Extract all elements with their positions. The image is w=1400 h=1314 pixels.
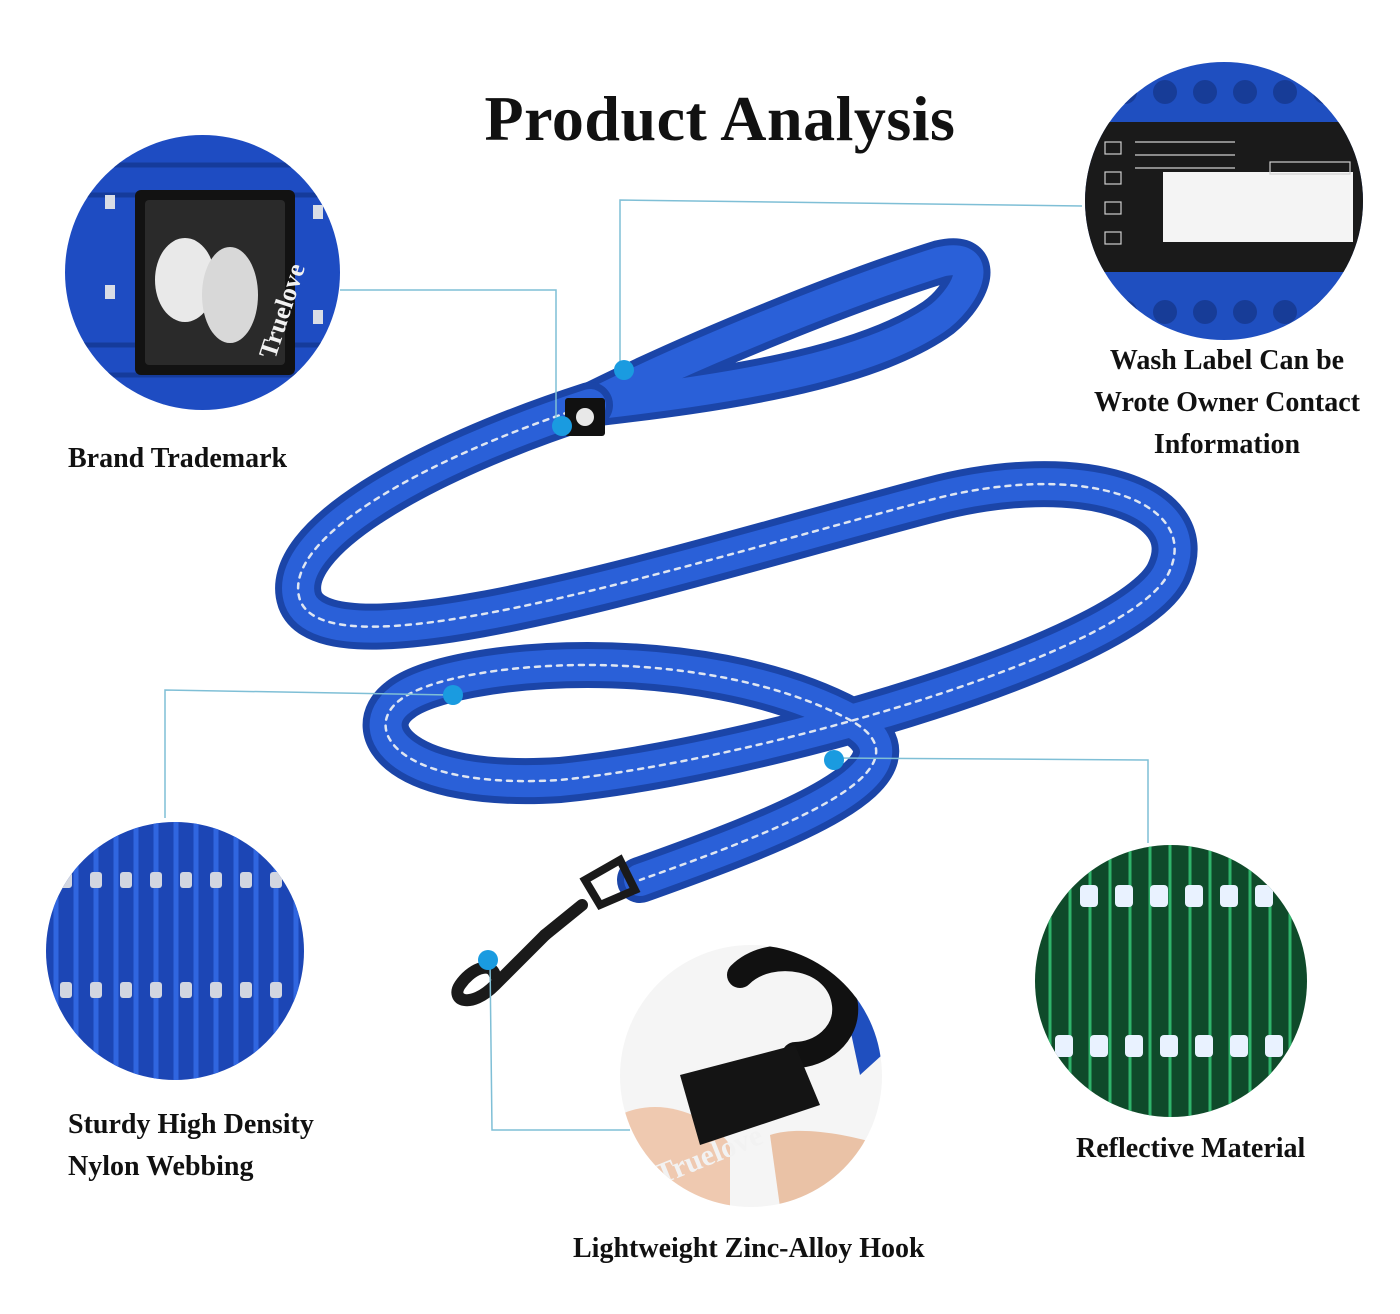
reflective-material-detail: [1035, 845, 1307, 1117]
brand-trademark-detail: Truelove: [65, 135, 340, 410]
caption-brand-trademark: Brand Trademark: [68, 443, 288, 474]
callout-line-brand: [340, 289, 557, 418]
nylon-webbing-detail: [46, 822, 304, 1080]
callout-line-wash: [619, 199, 1083, 370]
caption-wash-label: Wash Label Can be Wrote Owner Contact In…: [1094, 345, 1360, 460]
caption-zinc-alloy-hook: Lightweight Zinc-Alloy Hook: [573, 1233, 925, 1264]
page-title: Product Analysis: [484, 83, 956, 154]
callout-dot-reflective: [824, 750, 844, 770]
caption-reflective-material: Reflective Material: [1076, 1133, 1306, 1164]
caption-nylon-webbing: Sturdy High Density Nylon Webbing: [68, 1109, 314, 1182]
wash-label-detail: [1085, 62, 1363, 340]
zinc-alloy-hook-detail: Truelove: [620, 945, 882, 1207]
callout-line-reflective: [833, 757, 1149, 843]
callout-line-hook: [489, 959, 630, 1131]
callout-line-webbing: [164, 689, 451, 818]
hook-swivel: [451, 854, 641, 1007]
callout-dot-webbing: [443, 685, 463, 705]
callout-dot-hook: [478, 950, 498, 970]
callout-dot-wash: [614, 360, 634, 380]
callout-dot-brand: [552, 416, 572, 436]
